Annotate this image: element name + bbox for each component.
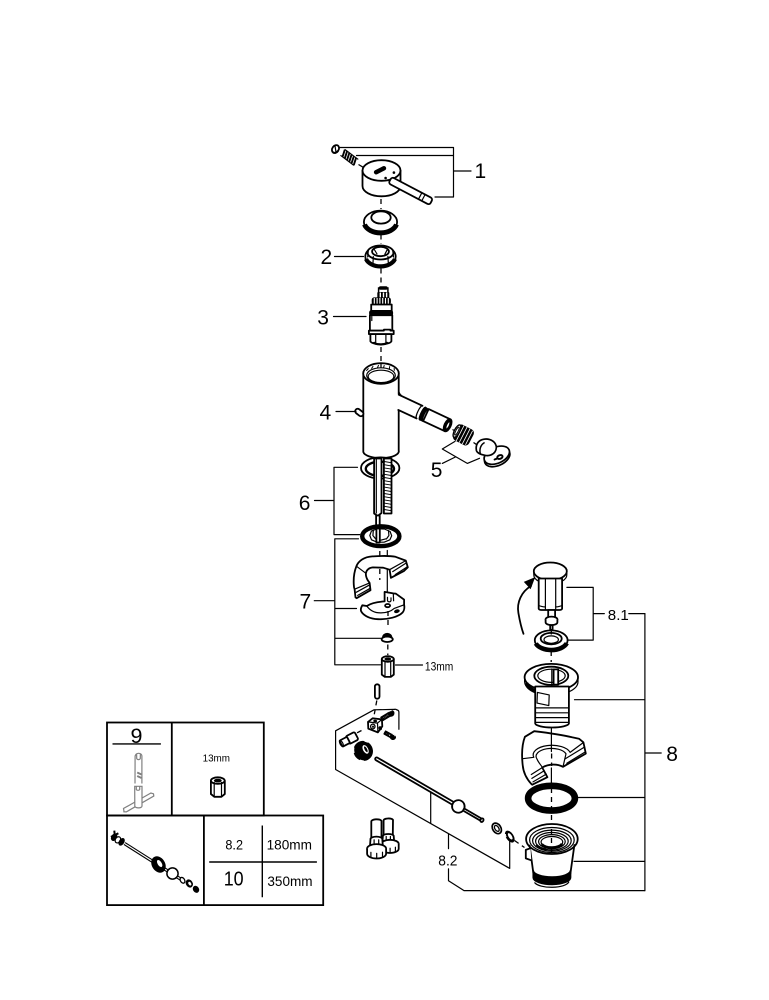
svg-text:350mm: 350mm [267, 874, 312, 889]
svg-text:13mm: 13mm [203, 752, 231, 764]
svg-text:2: 2 [321, 246, 333, 269]
svg-text:180mm: 180mm [267, 838, 312, 853]
svg-text:4: 4 [320, 402, 332, 425]
svg-text:8.2: 8.2 [225, 838, 243, 853]
svg-text:3: 3 [317, 307, 329, 330]
svg-text:13mm: 13mm [425, 659, 453, 673]
svg-text:8.1: 8.1 [608, 608, 629, 624]
svg-text:5: 5 [431, 459, 443, 482]
svg-text:8: 8 [666, 743, 678, 766]
svg-text:8.2: 8.2 [438, 853, 457, 869]
svg-text:1: 1 [475, 160, 487, 183]
svg-text:9: 9 [131, 724, 143, 748]
svg-text:10: 10 [224, 869, 244, 891]
svg-text:7: 7 [300, 591, 312, 614]
svg-text:6: 6 [299, 492, 311, 515]
